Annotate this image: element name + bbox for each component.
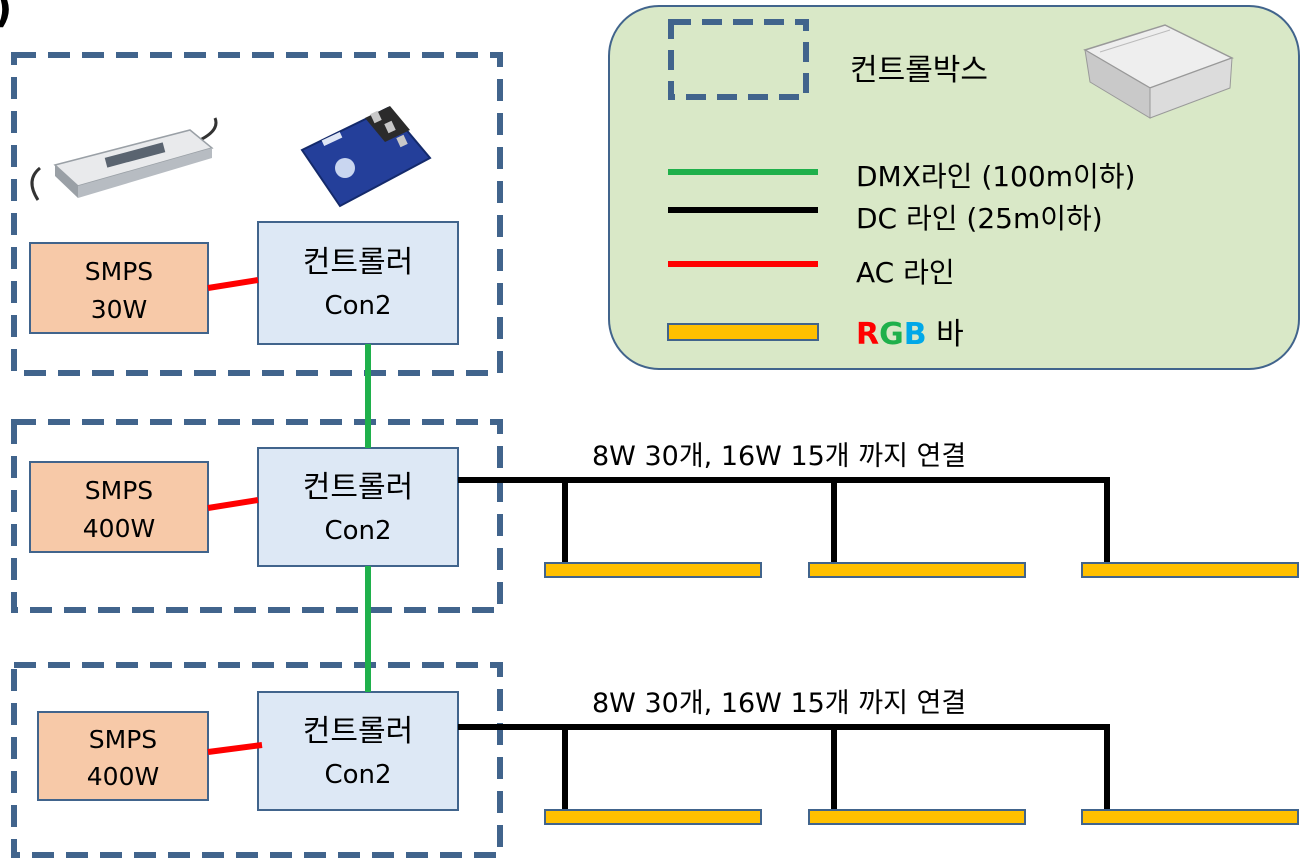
controller-1-model: Con2 — [324, 291, 391, 321]
smps-box-3 — [37, 711, 209, 801]
rgb-bar — [808, 562, 1026, 578]
run-2-label: 8W 30개, 16W 15개 까지 연결 — [592, 688, 966, 719]
rgb-bar — [808, 809, 1026, 825]
smps-3-label-name: SMPS — [89, 725, 157, 754]
smps-1-label-name: SMPS — [85, 257, 153, 286]
controller-box-1 — [257, 221, 459, 345]
legend-rgb-b: B — [904, 317, 927, 352]
ac-line-3 — [207, 742, 263, 755]
controller-2-model: Con2 — [324, 516, 391, 546]
smps-photo — [30, 117, 218, 201]
smps-2-label-name: SMPS — [85, 476, 153, 505]
control-box-3 — [11, 662, 503, 858]
controller-3-model: Con2 — [324, 760, 391, 790]
smps-box-1 — [29, 242, 209, 334]
controller-2-label: 컨트롤러 — [303, 470, 413, 505]
controller-box-3 — [257, 691, 459, 811]
title-fragment: ) — [0, 0, 12, 32]
legend-rgb-suffix: 바 — [927, 317, 964, 352]
smps-box-2 — [29, 461, 209, 553]
legend-control-box-symbol — [668, 19, 809, 100]
smps-2-label-watt: 400W — [83, 514, 155, 543]
rgb-bar — [544, 809, 762, 825]
controller-board-photo — [300, 106, 432, 208]
controller-3-label: 컨트롤러 — [303, 714, 413, 749]
control-box-1 — [11, 52, 503, 376]
legend-rgb-bar-symbol — [667, 323, 819, 341]
controller-box-2 — [257, 447, 459, 567]
rgb-bar — [1081, 809, 1299, 825]
rgb-bar — [544, 562, 762, 578]
legend-rgb-g: G — [879, 317, 904, 352]
rgb-bar — [1081, 562, 1299, 578]
enclosure-photo — [1083, 24, 1234, 119]
run-1-label: 8W 30개, 16W 15개 까지 연결 — [592, 441, 966, 472]
ac-line-1 — [207, 277, 259, 291]
smps-1-label-watt: 30W — [91, 295, 148, 324]
controller-1-label: 컨트롤러 — [303, 245, 413, 280]
legend-control-box-label: 컨트롤박스 — [850, 53, 988, 88]
legend-dmx-label: DMX라인 (100m이하) — [856, 160, 1135, 193]
legend-ac-label: AC 라인 — [856, 256, 955, 289]
legend-rgb-label: RGB 바 — [856, 317, 964, 352]
smps-3-label-watt: 400W — [87, 762, 159, 791]
legend-dc-label: DC 라인 (25m이하) — [856, 202, 1103, 235]
legend-rgb-r: R — [856, 317, 879, 352]
ac-line-2 — [207, 497, 259, 511]
control-box-2 — [11, 419, 503, 613]
